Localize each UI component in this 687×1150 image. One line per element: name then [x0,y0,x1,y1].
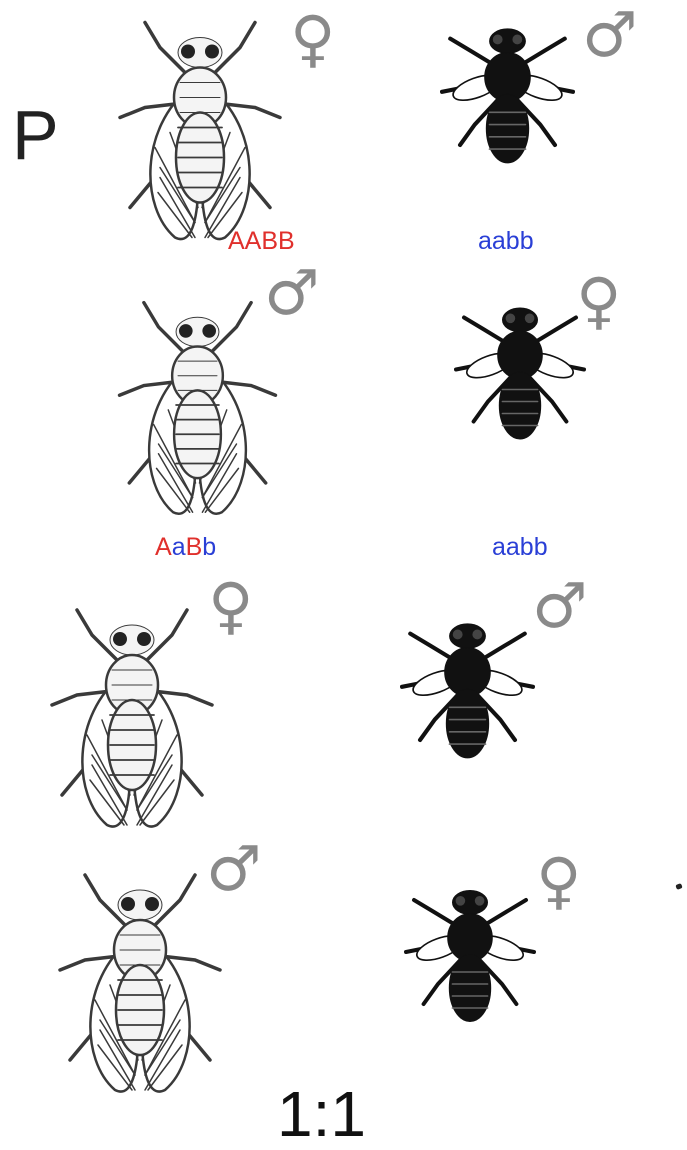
genotype-row-1-right: aabb [478,229,534,254]
fly-dark-row-4 [390,870,550,1050]
allele-dominant: B [186,533,203,561]
male-symbol-row-2-left: ♂ [264,262,320,324]
male-symbol-row-4-left: ♂ [206,838,262,900]
genotype-row-1-left: AABB [228,229,295,254]
allele-recessive: b [202,533,216,561]
female-symbol-row-3-left: ♀ [208,575,253,637]
allele-recessive: a [172,533,186,561]
ratio-label: 1:1 [277,1082,366,1146]
speck-mark [675,883,682,890]
female-symbol-row-4-right: ♀ [536,850,581,912]
generation-label-p: P [12,100,59,170]
fly-dark-row-3 [385,605,550,785]
allele-recessive: aabb [492,533,548,561]
genotype-row-2-left: AaBb [155,535,216,560]
genotype-row-2-right: aabb [492,535,548,560]
fly-light-row-1 [100,5,300,250]
female-symbol-row-1-left: ♀ [290,8,335,70]
allele-dominant: A [155,533,172,561]
female-symbol-row-2-right: ♀ [576,270,621,332]
male-symbol-row-3-right: ♂ [532,575,588,637]
allele-dominant: AABB [228,227,295,255]
fly-dark-row-1 [425,10,590,190]
allele-recessive: aabb [478,227,534,255]
male-symbol-row-1-right: ♂ [582,4,638,66]
fly-light-row-3 [32,595,232,835]
